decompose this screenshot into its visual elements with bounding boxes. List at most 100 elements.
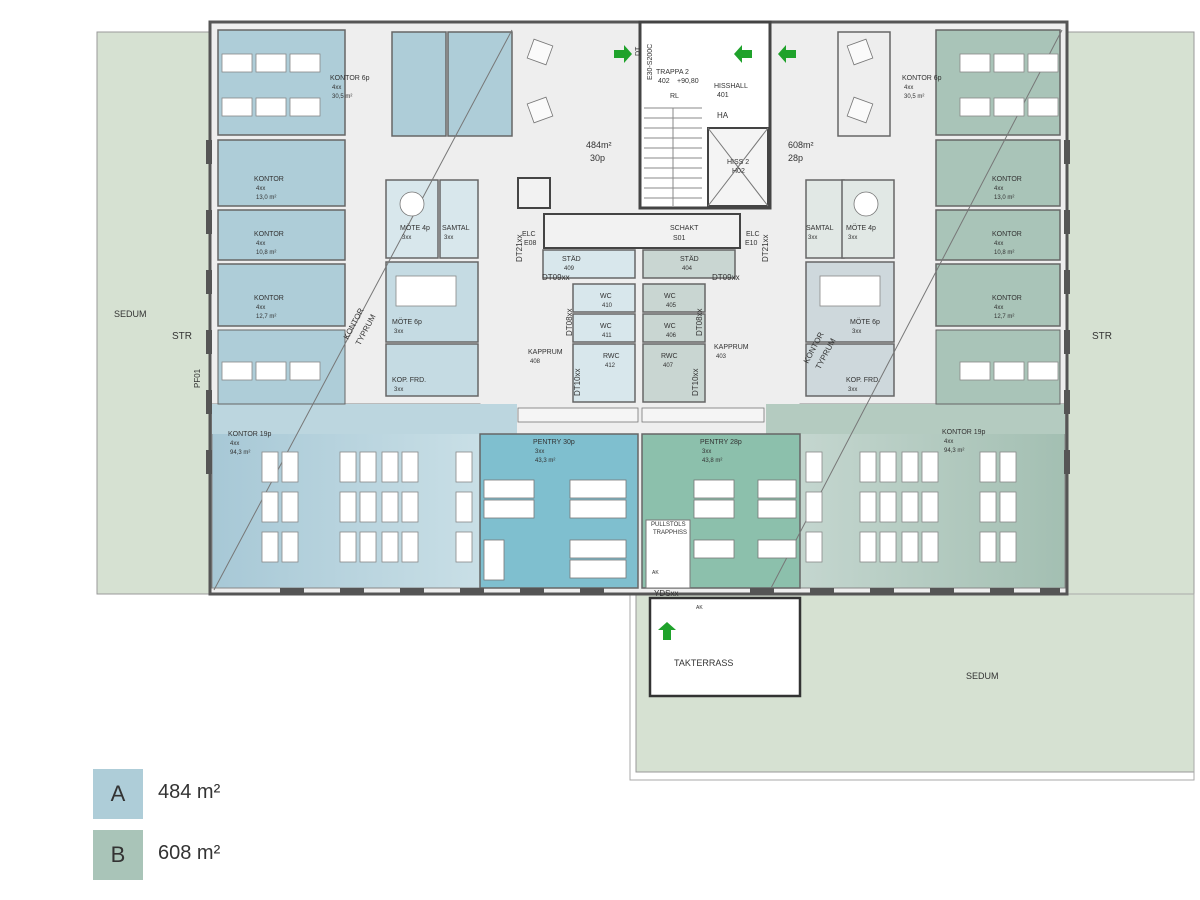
room-b-kontor127-area: 12,7 m² [994, 314, 1014, 320]
room-a-wc411-name: WC [600, 323, 612, 330]
elc-left-label: ELC [522, 231, 536, 238]
pf-label: PF01 [193, 368, 202, 388]
room-b-rwc407-info: 407 [663, 363, 674, 369]
zone-a-open-band [212, 404, 517, 434]
sedum-south-label: SEDUM [966, 671, 999, 681]
samtal-a [439, 179, 479, 259]
room-a-mote4p-name: MÖTE 4p [400, 224, 430, 232]
door-ak1: AK [652, 570, 659, 576]
room-b-mote6p-name: MÖTE 6p [850, 318, 880, 326]
room-b-kontor127-name: KONTOR [992, 295, 1022, 302]
arrow-left-icon-2 [734, 45, 752, 63]
room-b-mote6p-info: 3xx [852, 329, 861, 335]
desks-zone-b [805, 53, 1059, 563]
shaft-label: SCHAKT [670, 225, 699, 232]
office-b-kontor127 [935, 263, 1061, 327]
elc-right-label: ELC [746, 231, 760, 238]
lift-no: H02 [732, 168, 745, 175]
legend-swatch-b: B [93, 830, 143, 880]
round-table-b [853, 191, 879, 217]
stair-level: +90,80 [677, 78, 699, 85]
door-d5: DT08xx [565, 308, 574, 336]
room-a-pentry-area: 43,3 m² [535, 458, 555, 464]
room-b-kontor19p-info: 4xx [944, 439, 953, 445]
room-a-mote4p-info: 3xx [402, 235, 411, 241]
door-d4: DT09xx [712, 273, 740, 282]
room-b-wc406-name: WC [664, 323, 676, 330]
sedum-west [96, 31, 211, 595]
room-b-stad-name: STÄD [680, 255, 699, 263]
sedum-west-label: SEDUM [114, 309, 147, 319]
wc405 [642, 283, 706, 313]
office-b-kontor6p [935, 29, 1061, 136]
room-b-kontor19p-name: KONTOR 19p [942, 429, 986, 436]
stair-label: TRAPPA 2 [656, 69, 689, 76]
room-b-mote4p-info: 3xx [848, 235, 857, 241]
wc411 [572, 313, 636, 343]
room-b-pentry-info: 3xx [702, 449, 711, 455]
room-a-kontor19p-name: KONTOR 19p [228, 431, 272, 438]
room-b-kapprum-name: KAPPRUM [714, 344, 749, 351]
room-a-kontor13-name: KONTOR [254, 176, 284, 183]
room-a-wc410-info: 410 [602, 303, 613, 309]
room-b-wc405-info: 405 [666, 303, 677, 309]
room-a-kontor108-name: KONTOR [254, 231, 284, 238]
room-a-wc410-name: WC [600, 293, 612, 300]
room-b-wc405-name: WC [664, 293, 676, 300]
lobby-no: 401 [717, 92, 729, 99]
zone-a-total-area: 484m² [586, 140, 612, 150]
door-d6: DT08xx [695, 308, 704, 336]
arrow-up-icon [658, 622, 676, 640]
lobby-label: HISSHALL [714, 83, 748, 90]
room-a-kontor108-info: 4xx [256, 241, 265, 247]
room-a-kopfrd-info: 3xx [394, 387, 403, 393]
office-a-kontor127 [217, 263, 346, 327]
sedum-east [1066, 31, 1195, 595]
room-b-stad-info: 404 [682, 266, 693, 272]
room-a-pentry-info: 3xx [535, 449, 544, 455]
elc-left-no: E08 [524, 240, 537, 247]
legend-item-b: B 608 m² [93, 830, 393, 880]
door-ydsx: YDSxx [654, 589, 678, 598]
arrow-left-icon [778, 45, 796, 63]
room-b-kopfrd-name: KOP. FRD. [846, 377, 880, 384]
door-d1: DT21xx [515, 234, 524, 262]
kopfrd-a [385, 343, 479, 397]
kopfrd-b [805, 343, 895, 397]
rwc407 [642, 343, 706, 403]
wc406 [642, 313, 706, 343]
room-a-samtal-info: 3xx [444, 235, 453, 241]
room-a-kontor6p-area: 30,5 m² [332, 94, 352, 100]
room-a-kontor127-name: KONTOR [254, 295, 284, 302]
pullstol-label: PULLSTOLS [651, 522, 686, 528]
room-b-kontor6p-name: KONTOR 6p [902, 75, 942, 82]
room-b-kontor108-area: 10,8 m² [994, 250, 1014, 256]
legend-area-b: 608 m² [158, 842, 221, 864]
room-a-kontor127-info: 4xx [256, 305, 265, 311]
room-a-kontor6p-name: KONTOR 6p [330, 75, 370, 82]
room-b-kontor19p-area: 94,3 m² [944, 448, 964, 454]
shaft-no: S01 [673, 235, 686, 242]
trapphiss-label: TRAPPHISS [653, 530, 687, 536]
zone-b-open-band [766, 404, 1065, 434]
door-stair: DT [635, 46, 642, 56]
room-b-kontor13-info: 4xx [994, 186, 1003, 192]
room-a-stad-name: STÄD [562, 255, 581, 263]
evacuation-arrows [614, 45, 796, 640]
room-a-kontor108-area: 10,8 m² [256, 250, 276, 256]
room-b-mote4p-name: MÖTE 4p [846, 224, 876, 232]
room-b-pentry-area: 43,8 m² [702, 458, 722, 464]
door-d2: DT21xx [761, 234, 770, 262]
north-room-a1 [391, 31, 447, 137]
pentry-tables [483, 407, 797, 581]
shaft [543, 213, 741, 249]
room-a-mote6p-info: 3xx [394, 329, 403, 335]
small-box [517, 177, 551, 209]
arrow-right-icon [614, 45, 632, 63]
room-a-kontor13-info: 4xx [256, 186, 265, 192]
room-a-kapprum-info: 408 [530, 359, 541, 365]
lift-label: HISS 2 [727, 159, 749, 166]
room-a-kontor19p-area: 94,3 m² [230, 450, 250, 456]
door-d3: DT09xx [542, 273, 570, 282]
pullstol-area [645, 519, 691, 589]
